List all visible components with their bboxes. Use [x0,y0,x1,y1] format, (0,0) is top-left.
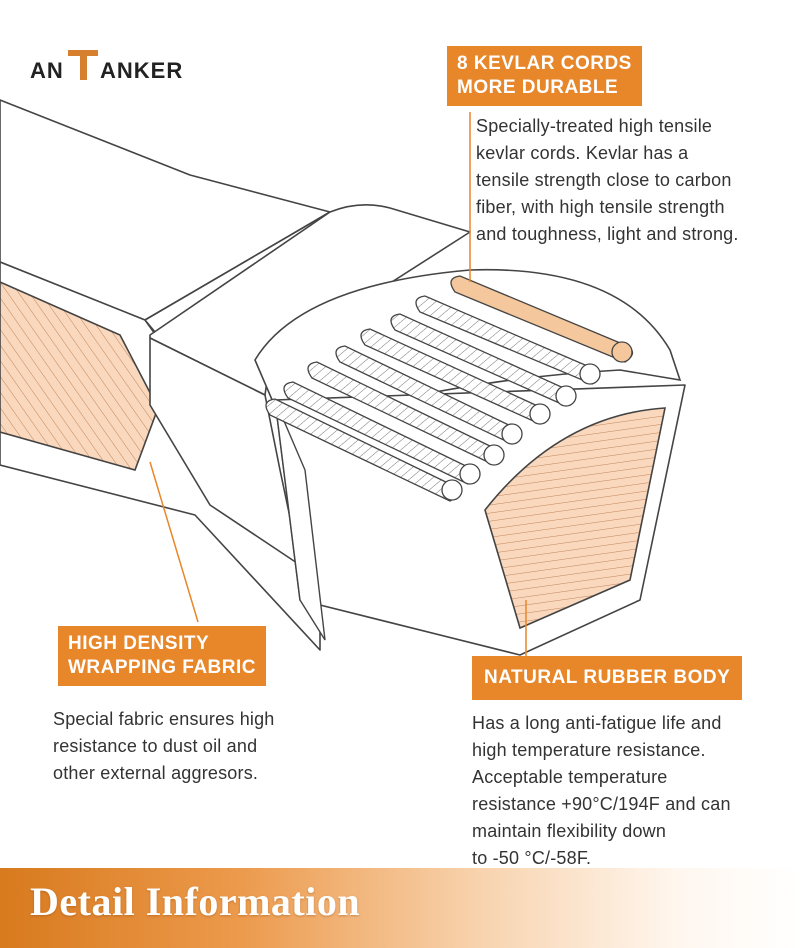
svg-text:ANKER: ANKER [100,58,183,83]
wrapping-fabric-label: HIGH DENSITY WRAPPING FABRIC [58,626,266,686]
fabric-layer-section [0,281,159,471]
cord-end [501,423,523,445]
kevlar-cords-description: Specially-treated high tensile kevlar co… [476,116,739,244]
cord-end [459,463,481,485]
footer-banner: Detail Information [0,868,800,948]
cord-end [529,403,551,425]
cord-end [441,479,463,501]
belt-front-side [274,399,326,641]
rubber-body-label: NATURAL RUBBER BODY [472,656,743,700]
logo-text: AN [30,58,64,83]
footer-title: Detail Information [30,879,361,924]
rubber-body-description: Has a long anti-fatigue life and high te… [472,713,731,868]
cord-end [611,341,633,363]
cord-end [579,363,601,385]
leader-lines [149,112,527,656]
rubber-body-section [484,407,666,630]
kevlar-cords-label: 8 KEVLAR CORDS MORE DURABLE [447,46,642,106]
leader-line-fabric [149,461,199,623]
kevlar-cords [265,275,634,502]
wrapping-fabric-description: Special fabric ensures high resistance t… [53,709,275,783]
antanker-logo: AN ANKER [30,50,183,83]
cord-end [483,444,505,466]
cord-end [555,385,577,407]
